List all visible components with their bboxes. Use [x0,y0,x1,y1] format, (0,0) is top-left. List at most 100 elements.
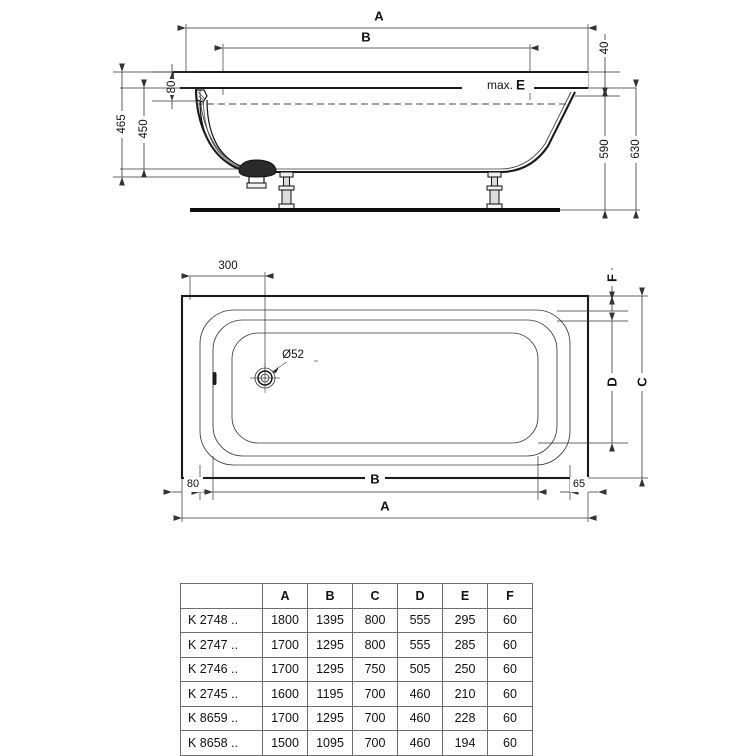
dim-65-plan-label: 65 [573,478,585,490]
plan-outer-outline [180,294,590,480]
dim-65-plan: 65 [560,477,607,495]
dim-elevation-B: B [214,29,539,100]
cell-b: 1295 [307,656,353,682]
cell-model: K 8659 .. [180,705,263,731]
cell-c: 700 [352,705,398,731]
cell-f: 60 [487,730,533,756]
dim-40-elevation: 40 [588,34,636,97]
dimension-table: A B C D E F K 2748 .. 1800 1395 800 555 … [180,583,533,756]
drain-outlet: Ø52 [250,347,318,393]
table-header-d: D [397,583,443,609]
dim-630-elevation: 630 [629,79,644,219]
cell-a: 1700 [262,705,308,731]
dim-D-plan: D [604,312,621,452]
overflow-waste-assembly [195,89,277,189]
dim-elevation-A: A [177,8,597,88]
cell-model: K 2746 .. [180,656,263,682]
dim-300-label: 300 [218,260,237,272]
cell-e: 285 [442,632,488,658]
cell-a: 1600 [262,681,308,707]
support-leg-right [486,171,503,210]
cell-c: 700 [352,681,398,707]
cell-f: 60 [487,705,533,731]
table-row: K 2746 .. 1700 1295 750 505 250 60 [180,656,533,682]
table-row: K 2745 .. 1600 1195 700 460 210 60 [180,681,533,707]
dim-B-label-plan: B [370,471,379,486]
tub-body-elevation [194,87,576,174]
dim-80-plan-label: 80 [187,478,199,490]
cell-c: 800 [352,632,398,658]
cell-a: 1700 [262,656,308,682]
dim-590-label: 590 [599,139,611,158]
elevation-view: A B [113,8,644,219]
cell-d: 460 [397,730,443,756]
dim-B-label-elevation: B [361,29,370,44]
dim-C-plan: C [634,287,651,487]
table-header-f: F [487,583,533,609]
dimension-table-container: A B C D E F K 2748 .. 1800 1395 800 555 … [180,583,533,756]
dim-300-plan: 300 [181,258,274,380]
table-row: K 2747 .. 1700 1295 800 555 285 60 [180,632,533,658]
dim-A-label-plan: A [380,498,390,513]
dim-B-plan: B [204,471,547,495]
dim-590-elevation: 590 [575,87,620,219]
table-row: K 8659 .. 1700 1295 700 460 228 60 [180,705,533,731]
cell-d: 460 [397,705,443,731]
cell-e: 295 [442,607,488,633]
cell-b: 1095 [307,730,353,756]
cell-f: 60 [487,681,533,707]
dim-A-label-elevation: A [374,8,384,23]
plan-contour-1 [199,309,571,466]
table-header-a: A [262,583,308,609]
dim-A-plan: A [173,498,597,521]
cell-e: 250 [442,656,488,682]
cell-model: K 8658 .. [180,730,263,756]
cell-a: 1500 [262,730,308,756]
cell-model: K 2748 .. [180,607,263,633]
cell-b: 1295 [307,705,353,731]
cell-e: 210 [442,681,488,707]
cell-a: 1700 [262,632,308,658]
table-header-e: E [442,583,488,609]
cell-f: 60 [487,656,533,682]
dim-F-plan: F [604,268,621,311]
overflow-slot-icon [212,372,217,385]
cell-b: 1295 [307,632,353,658]
cell-d: 555 [397,632,443,658]
dim-465-elevation: 465 [113,63,240,186]
dim-465-label: 465 [116,114,128,133]
table-header-model [180,583,263,609]
table-row: K 2748 .. 1800 1395 800 555 295 60 [180,607,533,633]
dim-80-elevation: 80 [152,64,196,109]
cell-model: K 2745 .. [180,681,263,707]
cell-d: 505 [397,656,443,682]
cell-e: 228 [442,705,488,731]
dim-diameter-52-label: Ø52 [282,349,304,361]
dim-C-label: C [634,377,649,387]
table-header-b: B [307,583,353,609]
cell-b: 1195 [307,681,353,707]
table-header-c: C [352,583,398,609]
cell-f: 60 [487,632,533,658]
cell-c: 750 [352,656,398,682]
max-water-level: max. E [196,78,566,105]
max-e-prefix: max. [487,78,513,92]
cell-c: 700 [352,730,398,756]
plan-contour-2 [212,319,558,457]
cell-a: 1800 [262,607,308,633]
cell-f: 60 [487,607,533,633]
dim-450-label: 450 [138,119,150,138]
dim-40-label: 40 [599,42,611,55]
cell-d: 460 [397,681,443,707]
dim-630-label: 630 [630,139,642,158]
cell-model: K 2747 .. [180,632,263,658]
floor-line [190,208,640,212]
dim-80-label: 80 [166,81,178,94]
max-e-letter: E [516,78,525,93]
dim-D-label: D [604,377,619,386]
support-leg-left [278,171,295,210]
dim-80-plan: 80 [163,477,210,495]
dim-450-elevation: 450 [120,79,240,178]
